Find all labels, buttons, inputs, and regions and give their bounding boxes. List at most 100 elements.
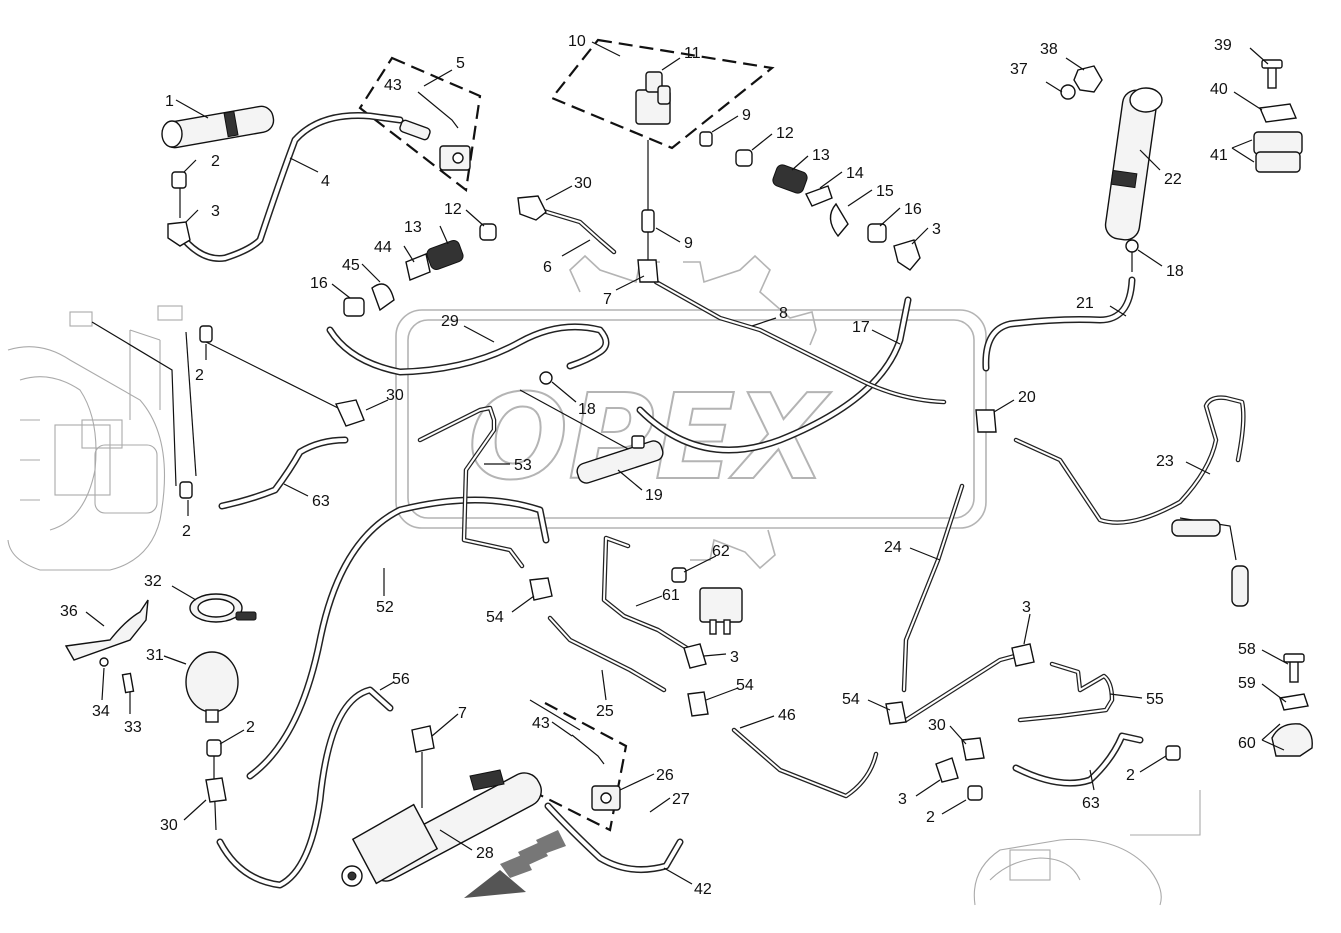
- callout-27: 27: [672, 791, 690, 808]
- callout-54: 54: [736, 677, 754, 694]
- callout-6: 6: [543, 259, 552, 276]
- callout-44: 44: [374, 239, 392, 256]
- callout-2: 2: [211, 153, 220, 170]
- callout-54: 54: [842, 691, 860, 708]
- callout-29: 29: [441, 313, 459, 330]
- hose-clamp-32: [189, 593, 257, 623]
- clamp-58-60: [1271, 653, 1313, 757]
- callout-17: 17: [852, 319, 870, 336]
- wheel-hub-left: [7, 305, 183, 571]
- callout-62: 62: [712, 543, 730, 560]
- callout-31: 31: [146, 647, 164, 664]
- callout-3: 3: [1022, 599, 1031, 616]
- callout-34: 34: [92, 703, 110, 720]
- wheel-hub-right: [973, 790, 1201, 906]
- washers-18: [539, 239, 1139, 385]
- callout-9: 9: [684, 235, 693, 252]
- pin-part-1: [161, 105, 275, 149]
- manifold-62: [671, 567, 743, 635]
- callout-3: 3: [932, 221, 941, 238]
- bracket-36: [64, 599, 149, 694]
- callout-2: 2: [195, 367, 204, 384]
- callout-labels: 1 2 3 4 5 43 10 11 9 12 13 14 15 16 3 9 …: [60, 33, 1256, 898]
- callout-23: 23: [1156, 453, 1174, 470]
- callout-30: 30: [386, 387, 404, 404]
- callout-63: 63: [312, 493, 330, 510]
- callout-30: 30: [574, 175, 592, 192]
- callout-45: 45: [342, 257, 360, 274]
- direction-arrow: [464, 830, 566, 898]
- callout-60: 60: [1238, 735, 1256, 752]
- callout-3: 3: [211, 203, 220, 220]
- callout-39: 39: [1214, 37, 1232, 54]
- nut-37-38: [1060, 65, 1103, 100]
- watermark-text: OPEX: [468, 368, 831, 506]
- solenoid-valve-11: [635, 71, 671, 125]
- callout-11: 11: [684, 45, 701, 62]
- cylinder-19: [576, 435, 664, 484]
- callout-9: 9: [742, 107, 751, 124]
- callout-13: 13: [812, 147, 830, 164]
- callout-43: 43: [532, 715, 550, 732]
- callout-37: 37: [1010, 61, 1028, 78]
- callout-63: 63: [1082, 795, 1100, 812]
- callout-28: 28: [476, 845, 494, 862]
- callout-41: 41: [1210, 147, 1228, 164]
- dashed-group-10: [550, 38, 775, 150]
- callout-42: 42: [694, 881, 712, 898]
- callout-53: 53: [514, 457, 532, 474]
- clamp-39-41: [1253, 59, 1303, 173]
- callout-8: 8: [779, 305, 788, 322]
- callout-7: 7: [458, 705, 467, 722]
- callout-26: 26: [656, 767, 674, 784]
- callout-32: 32: [144, 573, 162, 590]
- fittings-2: [171, 171, 1181, 801]
- callout-2: 2: [926, 809, 935, 826]
- callout-56: 56: [392, 671, 410, 688]
- main-cylinder-28: [341, 769, 542, 887]
- callout-7: 7: [603, 291, 612, 308]
- leader-lines: [85, 41, 1289, 885]
- tees: [205, 195, 997, 803]
- callout-36: 36: [60, 603, 78, 620]
- callout-3: 3: [730, 649, 739, 666]
- callout-38: 38: [1040, 41, 1058, 58]
- callout-54: 54: [486, 609, 504, 626]
- callout-30: 30: [160, 817, 178, 834]
- callout-15: 15: [876, 183, 894, 200]
- callout-3: 3: [898, 791, 907, 808]
- callout-58: 58: [1238, 641, 1256, 658]
- opex-watermark: OPEX: [395, 254, 987, 570]
- callout-22: 22: [1164, 171, 1182, 188]
- callout-61: 61: [662, 587, 680, 604]
- callout-33: 33: [124, 719, 142, 736]
- callout-13: 13: [404, 219, 422, 236]
- callout-2: 2: [1126, 767, 1135, 784]
- callout-40: 40: [1210, 81, 1228, 98]
- cylinder-22: [1104, 87, 1163, 241]
- callout-18: 18: [578, 401, 596, 418]
- callout-2: 2: [182, 523, 191, 540]
- callout-18: 18: [1166, 263, 1184, 280]
- callout-30: 30: [928, 717, 946, 734]
- callout-12: 12: [776, 125, 794, 142]
- callout-43: 43: [384, 77, 402, 94]
- callout-10: 10: [568, 33, 586, 50]
- pipes: [417, 207, 1246, 799]
- coupling-set-middle: [343, 223, 497, 317]
- callout-16: 16: [310, 275, 328, 292]
- hoses: [174, 112, 1144, 889]
- elbows-3: [167, 221, 1035, 783]
- coupling-set-upper: [699, 131, 887, 243]
- callout-2: 2: [246, 719, 255, 736]
- callout-25: 25: [596, 703, 614, 720]
- callout-21: 21: [1076, 295, 1094, 312]
- valve-block-26: [571, 734, 621, 811]
- dashed-group-5: [358, 56, 482, 193]
- callout-46: 46: [778, 707, 796, 724]
- callout-24: 24: [884, 539, 902, 556]
- bolt-23: [1171, 519, 1249, 607]
- callout-52: 52: [376, 599, 394, 616]
- callout-55: 55: [1146, 691, 1164, 708]
